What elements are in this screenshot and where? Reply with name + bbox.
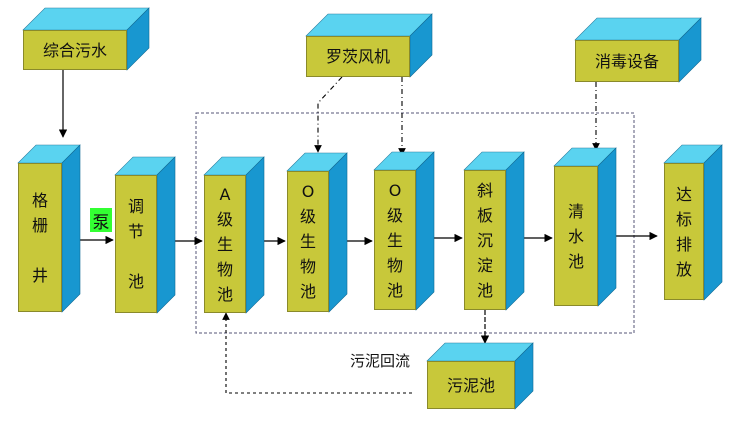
tank-char: 池 — [567, 251, 584, 271]
tank-char: 达 — [675, 184, 692, 204]
box-side-face — [156, 156, 176, 314]
box-side-face — [409, 13, 433, 78]
tank-char: 物 — [386, 255, 403, 275]
box-side-face — [328, 152, 348, 313]
tank-char: 井 — [31, 265, 48, 285]
tank-char: 池 — [299, 282, 316, 301]
box-side-face — [126, 7, 150, 71]
settler-label: 斜板沉淀池 — [477, 178, 493, 303]
sludge-tank-label: 污泥池 — [427, 361, 515, 409]
clear-water-tank: 清水池 — [553, 147, 617, 307]
equalization-tank: 调节 池 — [114, 156, 176, 314]
box-3d-faces — [463, 151, 525, 311]
tank-char: A — [219, 184, 231, 204]
box-3d-faces — [22, 7, 150, 71]
wastewater-inlet-label: 综合污水 — [23, 30, 127, 70]
discharge-label: 达标排放 — [676, 182, 692, 282]
tank-char: 级 — [299, 207, 316, 226]
tank-char: 级 — [216, 209, 233, 229]
box-side-face — [703, 144, 723, 301]
box-side-face — [505, 151, 525, 311]
tank-char: 标 — [675, 209, 692, 229]
tank-char: 池 — [386, 280, 403, 300]
disinfection-box: 消毒设备 — [574, 17, 702, 83]
tank-char: 物 — [299, 257, 316, 276]
tank-char: 调 — [127, 197, 144, 216]
sludge-tank: 污泥池 — [426, 342, 534, 410]
tank-char: 栅 — [31, 215, 48, 235]
tank-char: 板 — [476, 205, 493, 225]
tank-char: 级 — [386, 205, 403, 225]
box-top-face — [426, 342, 534, 362]
tank-char: 节 — [127, 222, 144, 241]
blower-label: 罗茨风机 — [306, 36, 410, 77]
tank-char: 排 — [675, 234, 692, 254]
screen-well-tank: 格栅 井 — [17, 144, 81, 313]
tank-char: 生 — [299, 232, 316, 251]
box-side-face — [597, 147, 617, 307]
tank-char: 池 — [127, 272, 144, 291]
tank-char: 淀 — [476, 255, 493, 275]
tank-char: 生 — [216, 234, 233, 254]
tank-char — [133, 244, 138, 269]
box-3d-faces — [663, 144, 723, 301]
tank-char: 放 — [675, 259, 692, 279]
box-3d-faces — [373, 151, 435, 311]
tank-char: 格 — [31, 190, 48, 210]
tank-char: O — [388, 180, 402, 200]
sludge-return-label: 污泥回流 — [350, 352, 411, 370]
sludge-return-line — [222, 312, 412, 394]
wastewater-inlet-box: 综合污水 — [22, 7, 150, 71]
box-3d-faces — [17, 144, 81, 313]
box-side-face — [678, 17, 702, 83]
inclined-plate-settler: 斜板沉淀池 — [463, 151, 525, 311]
tank-char: 水 — [567, 226, 584, 246]
tank-char — [37, 238, 42, 263]
equalization-label: 调节 池 — [128, 194, 144, 294]
tank-char: 清 — [567, 201, 584, 221]
tank-char: 生 — [386, 230, 403, 250]
discharge-tank: 达标排放 — [663, 144, 723, 301]
pump-marker: 泵 — [90, 208, 112, 233]
box-side-face — [245, 156, 265, 314]
air-line-to-oxic1 — [314, 76, 343, 153]
tank-char: O — [301, 182, 315, 201]
box-3d-faces — [574, 17, 702, 83]
box-3d-faces — [305, 13, 433, 78]
tank-char: 物 — [216, 259, 233, 279]
box-3d-faces — [286, 152, 348, 313]
tank-char: 沉 — [476, 230, 493, 250]
tank-char: 斜 — [476, 180, 493, 200]
box-side-face — [61, 144, 81, 313]
disinfection-label: 消毒设备 — [575, 40, 679, 82]
tank-char: 池 — [476, 280, 493, 300]
box-3d-faces — [426, 342, 534, 410]
treatment-zone-boundary — [195, 112, 635, 334]
clear-water-label: 清水池 — [568, 199, 584, 274]
screen-well-label: 格栅 井 — [32, 188, 48, 288]
box-side-face — [514, 342, 534, 410]
box-side-face — [415, 151, 435, 311]
tank-char: 池 — [216, 284, 233, 304]
blower-box: 罗茨风机 — [305, 13, 433, 78]
